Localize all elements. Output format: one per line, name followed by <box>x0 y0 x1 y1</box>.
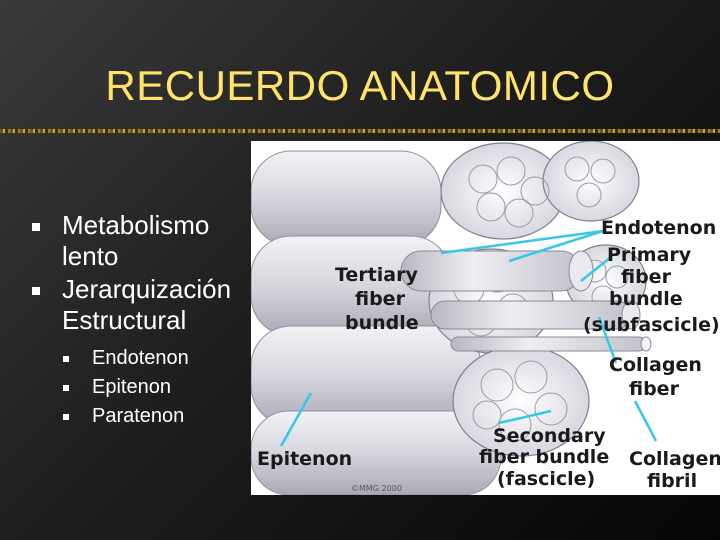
label-primary-line1: Primary <box>607 244 692 266</box>
label-endotenon: Endotenon <box>601 217 716 239</box>
label-epitenon: Epitenon <box>257 448 352 470</box>
label-tertiary-line1: Tertiary <box>335 264 418 286</box>
leader-lines <box>279 229 658 447</box>
label-collagen-fibril-line1: Collagen <box>629 448 720 470</box>
bullet-square-icon <box>63 414 69 420</box>
bullet-square-icon <box>32 287 40 295</box>
bullet-square-icon <box>32 223 40 231</box>
slide-title: RECUERDO ANATOMICO <box>105 62 615 109</box>
bullet-list: Metabolismo lento Jerarquización Estruct… <box>30 210 260 431</box>
label-primary-line2: fiber <box>621 266 672 288</box>
sub-bullet-text: Paratenon <box>92 405 185 427</box>
bullet-item: Metabolismo lento <box>30 210 260 272</box>
label-secondary-line2: fiber bundle <box>479 446 609 468</box>
tube-bodies <box>251 150 502 495</box>
bullet-square-icon <box>63 356 69 362</box>
label-tertiary-line3: bundle <box>345 312 419 334</box>
sub-bullet-text: Epitenon <box>92 376 171 398</box>
label-secondary-line3: (fascicle) <box>497 468 595 490</box>
copyright-text: ©MMG 2000 <box>351 484 402 493</box>
label-primary-line4: (subfascicle) <box>583 314 720 336</box>
protruding-fibers <box>400 250 652 352</box>
label-tertiary-line2: fiber <box>355 288 406 310</box>
bullet-text: Metabolismo lento <box>62 210 210 271</box>
label-collagen-fibril-line2: fibril <box>647 470 697 492</box>
sub-bullet-text: Endotenon <box>92 347 189 369</box>
sub-bullet-list: Endotenon Epitenon Paratenon <box>62 344 260 431</box>
bullet-text: Jerarquización Estructural <box>62 274 232 335</box>
label-primary-line3: bundle <box>609 288 683 310</box>
sub-bullet-item: Epitenon <box>62 373 260 402</box>
bullet-square-icon <box>63 385 69 391</box>
figure-labels: Endotenon Primary fiber bundle (subfasci… <box>257 217 720 493</box>
sub-bullet-item: Endotenon <box>62 344 260 373</box>
tendon-structure-illustration: Endotenon Primary fiber bundle (subfasci… <box>251 141 720 495</box>
sub-bullet-item: Paratenon <box>62 402 260 431</box>
tendon-diagram: Endotenon Primary fiber bundle (subfasci… <box>251 141 720 495</box>
label-secondary-line1: Secondary <box>493 425 606 447</box>
title-divider <box>0 129 720 133</box>
label-collagen-fiber-line1: Collagen <box>609 354 702 376</box>
bullet-item: Jerarquización Estructural <box>30 274 260 336</box>
label-collagen-fiber-line2: fiber <box>629 378 680 400</box>
